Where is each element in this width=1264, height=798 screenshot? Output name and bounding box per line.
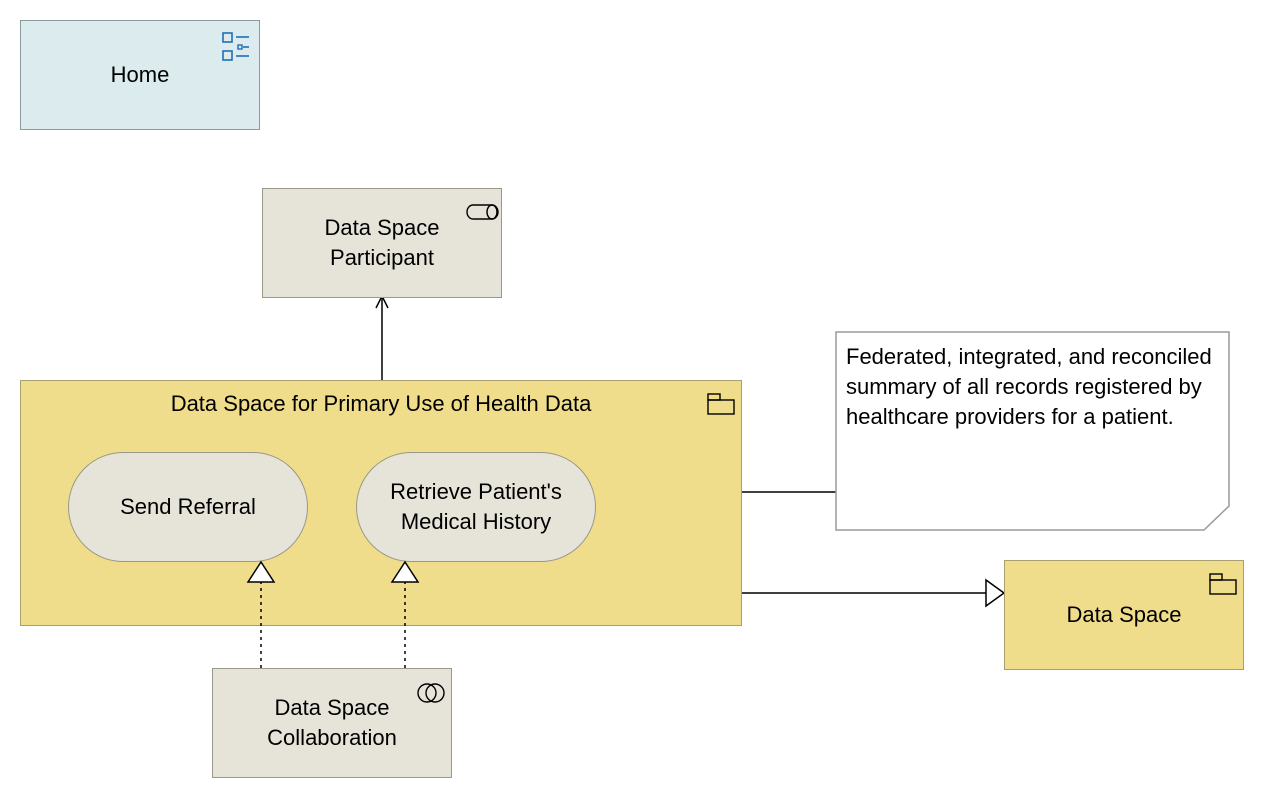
grouping-icon bbox=[707, 393, 735, 415]
grouping-icon bbox=[1209, 573, 1237, 595]
send-referral-label: Send Referral bbox=[120, 494, 256, 519]
data-space-grouping[interactable]: Data Space bbox=[1004, 560, 1244, 670]
home-view-node[interactable]: Home bbox=[20, 20, 260, 130]
retrieve-history-label: Retrieve Patient's Medical History bbox=[390, 479, 562, 534]
view-icon bbox=[222, 32, 249, 61]
retrieve-medical-history-service[interactable]: Retrieve Patient's Medical History bbox=[356, 452, 596, 562]
home-label: Home bbox=[110, 62, 170, 87]
grouping-title: Data Space for Primary Use of Health Dat… bbox=[170, 391, 592, 416]
role-icon bbox=[466, 204, 499, 220]
note-text: Federated, integrated, and reconciled su… bbox=[846, 344, 1212, 429]
data-space-collaboration[interactable]: Data Space Collaboration bbox=[212, 668, 452, 778]
send-referral-service[interactable]: Send Referral bbox=[68, 452, 308, 562]
collaboration-icon bbox=[417, 683, 445, 703]
collaboration-label: Data Space Collaboration bbox=[267, 695, 397, 750]
participant-label: Data Space Participant bbox=[324, 215, 440, 270]
data-space-label: Data Space bbox=[1066, 602, 1182, 627]
data-space-participant-role[interactable]: Data Space Participant bbox=[262, 188, 502, 298]
